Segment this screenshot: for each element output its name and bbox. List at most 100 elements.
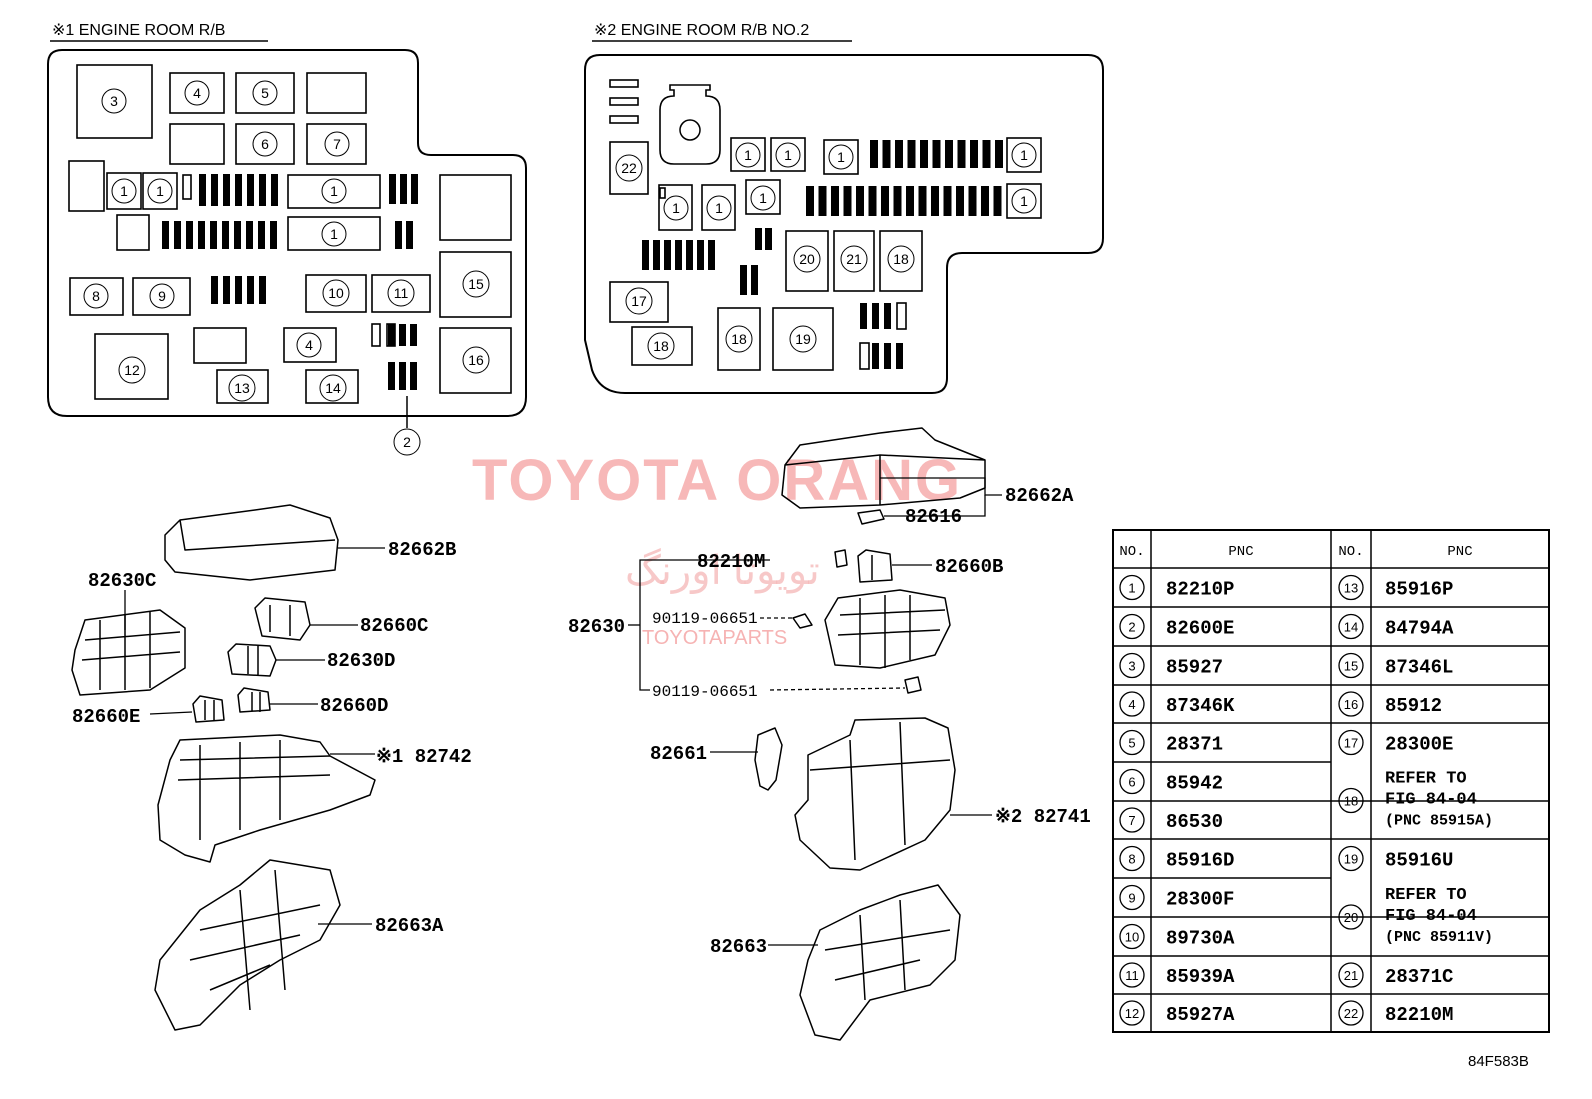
label-82616: 82616 xyxy=(905,506,962,528)
fuse-bar xyxy=(932,140,941,168)
part-82616-fuse-puller xyxy=(857,509,885,525)
callout-20: 20 xyxy=(793,245,821,273)
fuse-bar xyxy=(993,186,1002,216)
fuse-bar xyxy=(896,343,903,369)
callout-1: 1 xyxy=(750,185,776,211)
part-82630C-block xyxy=(71,609,186,696)
callout-18: 18 xyxy=(725,325,753,353)
callout-16: 16 xyxy=(462,346,490,374)
part-82660D-relay xyxy=(237,687,271,713)
part-82662B-cover xyxy=(164,504,339,581)
svg-text:1: 1 xyxy=(330,226,338,242)
fuse-bar xyxy=(199,174,206,206)
svg-text:1: 1 xyxy=(672,200,680,216)
fuse-bar xyxy=(410,324,417,346)
fuse-bar xyxy=(860,303,867,329)
relay-block-2-callouts: 22 1 1 1 1 1 1 1 1 20 21 18 17 18 18 19 xyxy=(615,119,1037,360)
label-82663A: 82663A xyxy=(375,915,444,937)
svg-text:9: 9 xyxy=(158,288,166,304)
callout-9: 9 xyxy=(149,283,175,309)
pnc-value: 85916U xyxy=(1385,850,1453,872)
fuse-bar xyxy=(411,174,418,204)
fuse-bar xyxy=(872,343,879,369)
pnc-value: 85942 xyxy=(1166,773,1223,795)
callout-18: 18 xyxy=(887,245,915,273)
label-82630D: 82630D xyxy=(327,650,395,672)
watermark-small: TOYOTAPARTS xyxy=(642,627,787,649)
callout-1: 1 xyxy=(1011,142,1037,168)
fuse-bar xyxy=(259,276,266,304)
fuse-bar xyxy=(920,140,928,168)
relay-block-2-components xyxy=(609,79,1042,371)
fuse-bar xyxy=(246,221,253,249)
row-number: 15 xyxy=(1344,659,1358,674)
pnc-value: 82210M xyxy=(1385,1004,1453,1026)
row-number: 3 xyxy=(1128,659,1135,674)
bolt-upper xyxy=(792,613,813,629)
pnc-value: 85916P xyxy=(1385,579,1453,601)
svg-text:5: 5 xyxy=(261,85,269,101)
pnc-value: 87346K xyxy=(1166,695,1235,717)
fuse-bar xyxy=(870,140,878,168)
svg-text:1: 1 xyxy=(1020,193,1028,209)
relay-block-1-components xyxy=(68,64,512,404)
callout-2: 2 xyxy=(393,428,421,456)
callout-10: 10 xyxy=(322,279,350,307)
svg-text:10: 10 xyxy=(328,285,344,301)
fuse-bar xyxy=(664,240,671,270)
fuse-bar xyxy=(686,240,693,270)
row-number: 12 xyxy=(1125,1006,1139,1021)
fuse-bar xyxy=(755,228,762,250)
row-number: 13 xyxy=(1344,581,1358,596)
callout-3: 3 xyxy=(101,88,127,114)
fuse-bar xyxy=(395,221,402,249)
row-number: 21 xyxy=(1344,968,1358,983)
fuse-bar xyxy=(881,186,889,216)
row-number: 2 xyxy=(1128,620,1135,635)
fuse-bar xyxy=(675,240,682,270)
svg-text:4: 4 xyxy=(193,85,201,101)
fuse-bar xyxy=(843,186,852,216)
fuse-bar xyxy=(389,174,396,204)
svg-text:19: 19 xyxy=(795,331,811,347)
label-82660D: 82660D xyxy=(320,695,388,717)
fuse-bar xyxy=(872,303,879,329)
callout-1: 1 xyxy=(147,178,173,204)
row-number: 11 xyxy=(1125,968,1139,983)
part-82662A-cover xyxy=(781,427,986,509)
fuse-bar xyxy=(399,362,406,390)
row-number: 14 xyxy=(1344,620,1358,635)
fuse-bar xyxy=(740,265,747,295)
callout-1: 1 xyxy=(828,144,854,170)
fuse-bar xyxy=(708,240,715,270)
fuse-bar xyxy=(198,221,205,249)
relay-block-1-outline xyxy=(47,49,527,417)
callout-1: 1 xyxy=(111,178,137,204)
table-header: NO. xyxy=(1119,544,1144,560)
svg-text:17: 17 xyxy=(631,293,647,309)
label-82662B: 82662B xyxy=(388,539,456,561)
svg-text:13: 13 xyxy=(234,380,250,396)
pnc-value: 28300F xyxy=(1166,889,1234,911)
part-82660B-relay xyxy=(857,549,893,583)
callout-15: 15 xyxy=(462,270,490,298)
part-82630D-relay xyxy=(227,643,277,677)
svg-text:12: 12 xyxy=(124,362,140,378)
svg-text:1: 1 xyxy=(120,183,128,199)
row-number: 22 xyxy=(1344,1006,1358,1021)
watermark-arabic: تویوتا اورنگ xyxy=(625,548,820,594)
part-82741-box xyxy=(794,717,956,871)
pnc-value: 84794A xyxy=(1385,618,1454,640)
fuse-bar xyxy=(945,140,953,168)
callout-13: 13 xyxy=(228,374,256,402)
row-number: 4 xyxy=(1128,697,1135,712)
callout-5: 5 xyxy=(252,80,278,106)
callout-14: 14 xyxy=(319,374,347,402)
svg-text:22: 22 xyxy=(621,160,637,176)
fuse-bar xyxy=(223,174,230,206)
row-number: 17 xyxy=(1344,736,1358,751)
